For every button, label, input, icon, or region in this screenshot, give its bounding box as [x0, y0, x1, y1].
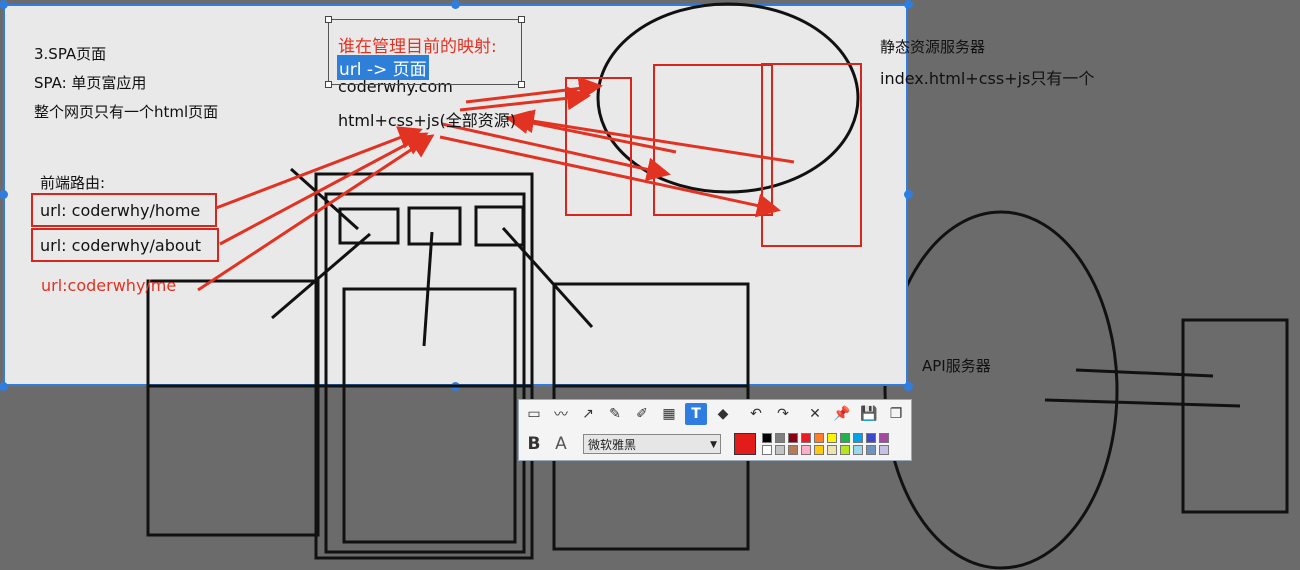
palette-color-swatch[interactable]: [840, 433, 850, 443]
selection-handle-tl[interactable]: [0, 0, 8, 9]
route-about: url: coderwhy/about: [40, 236, 202, 255]
mapping-value-selected[interactable]: url -> 页面: [337, 55, 429, 80]
palette-color-swatch[interactable]: [814, 433, 824, 443]
selection-handle-br[interactable]: [904, 382, 913, 391]
arrow: [439, 135, 781, 218]
route-about-box: [31, 228, 219, 262]
api-line-1: [1075, 368, 1214, 378]
arrow: [459, 86, 591, 112]
font-select[interactable]: 微软雅黑 ▼: [583, 434, 721, 454]
api-box: [1181, 318, 1289, 514]
textbox-handle-br[interactable]: [518, 81, 525, 88]
text-tool-icon[interactable]: T: [685, 403, 707, 425]
right-page-box: [552, 282, 750, 388]
left-page-box: [146, 279, 320, 388]
save-icon[interactable]: 💾: [860, 406, 878, 422]
palette-color-swatch[interactable]: [801, 445, 811, 455]
static-desc-label: index.html+css+js只有一个: [880, 69, 1095, 88]
static-server-ellipse: [596, 2, 860, 194]
palette-color-swatch[interactable]: [853, 433, 863, 443]
undo-icon[interactable]: ↶: [750, 406, 762, 422]
palette-color-swatch[interactable]: [762, 445, 772, 455]
arrow: [219, 132, 429, 246]
palette-color-swatch[interactable]: [853, 445, 863, 455]
palette-color-swatch[interactable]: [879, 433, 889, 443]
route-me: url:coderwhy/me: [41, 276, 177, 295]
arrow: [197, 134, 435, 292]
bold-button[interactable]: B: [527, 434, 541, 454]
sketch-line: [501, 226, 594, 329]
pin-icon[interactable]: 📌: [833, 406, 851, 422]
palette-color-swatch[interactable]: [827, 445, 837, 455]
arrow: [465, 76, 603, 104]
selection-handle-tr[interactable]: [904, 0, 913, 9]
frontend-routing-label: 前端路由:: [40, 174, 106, 192]
api-server-label: API服务器: [922, 357, 991, 375]
spa-html-note: 整个网页只有一个html页面: [34, 103, 219, 121]
arrow: [441, 122, 671, 182]
marker-tool-icon[interactable]: ✐: [636, 406, 648, 422]
annotation-toolbar: ▭ 〰 ↗ ✎ ✐ ▦ T ◆ ↶ ↷ ✕ 📌 💾 ❐ B A 微软雅黑 ▼: [518, 399, 912, 461]
sketch-line: [271, 232, 371, 320]
content-box: [342, 287, 517, 388]
font-select-value: 微软雅黑: [588, 438, 637, 452]
sketch-line: [289, 167, 360, 231]
palette-color-swatch[interactable]: [775, 445, 785, 455]
resources-label: html+css+js(全部资源): [338, 111, 516, 130]
textbox-handle-tl[interactable]: [325, 16, 332, 23]
text-annotation-box[interactable]: [325, 16, 525, 88]
pen-tool-icon[interactable]: ✎: [609, 406, 621, 422]
eraser-tool-icon[interactable]: ◆: [717, 406, 729, 422]
copy-icon[interactable]: ❐: [889, 406, 903, 422]
arrow: [510, 109, 795, 164]
palette-color-swatch[interactable]: [866, 433, 876, 443]
mapping-question[interactable]: 谁在管理目前的映射:: [338, 37, 497, 57]
resource-box-3: [761, 63, 862, 247]
nav-box-2: [407, 206, 462, 246]
arrow: [215, 126, 423, 210]
spa-desc: SPA: 单页富应用: [34, 74, 147, 92]
domain-label: coderwhy.com: [338, 77, 453, 96]
current-color-swatch[interactable]: [734, 433, 756, 455]
palette-color-swatch[interactable]: [814, 445, 824, 455]
static-server-label: 静态资源服务器: [880, 38, 986, 56]
spa-title: 3.SPA页面: [34, 45, 107, 63]
palette-color-swatch[interactable]: [801, 433, 811, 443]
selection-handle-tc[interactable]: [451, 0, 460, 9]
palette-color-swatch[interactable]: [879, 445, 889, 455]
nav-box-3: [474, 205, 525, 247]
font-style-button[interactable]: A: [555, 434, 567, 454]
palette-color-swatch[interactable]: [762, 433, 772, 443]
palette-color-swatch[interactable]: [840, 445, 850, 455]
route-home: url: coderwhy/home: [40, 201, 201, 220]
selection-handle-ml[interactable]: [0, 190, 8, 199]
close-icon[interactable]: ✕: [809, 406, 821, 422]
polyline-tool-icon[interactable]: 〰: [554, 407, 568, 423]
mosaic-tool-icon[interactable]: ▦: [662, 406, 676, 422]
selection-handle-bl[interactable]: [0, 382, 8, 391]
selection-handle-mr[interactable]: [904, 190, 913, 199]
palette-color-swatch[interactable]: [788, 445, 798, 455]
sketch-line: [422, 231, 434, 347]
redo-icon[interactable]: ↷: [777, 406, 789, 422]
palette-color-swatch[interactable]: [775, 433, 785, 443]
arrow-tool-icon[interactable]: ↗: [582, 406, 594, 422]
textbox-handle-tr[interactable]: [518, 16, 525, 23]
palette-color-swatch[interactable]: [827, 433, 837, 443]
nav-box-1: [338, 207, 400, 245]
arrow: [505, 110, 677, 154]
rectangle-tool-icon[interactable]: ▭: [527, 406, 541, 422]
textbox-handle-bl[interactable]: [325, 81, 332, 88]
palette-color-swatch[interactable]: [788, 433, 798, 443]
chevron-down-icon: ▼: [710, 440, 717, 450]
palette-color-swatch[interactable]: [866, 445, 876, 455]
route-home-box: [31, 193, 217, 227]
api-server-ellipse: [883, 210, 1119, 570]
api-line-2: [1044, 398, 1241, 408]
